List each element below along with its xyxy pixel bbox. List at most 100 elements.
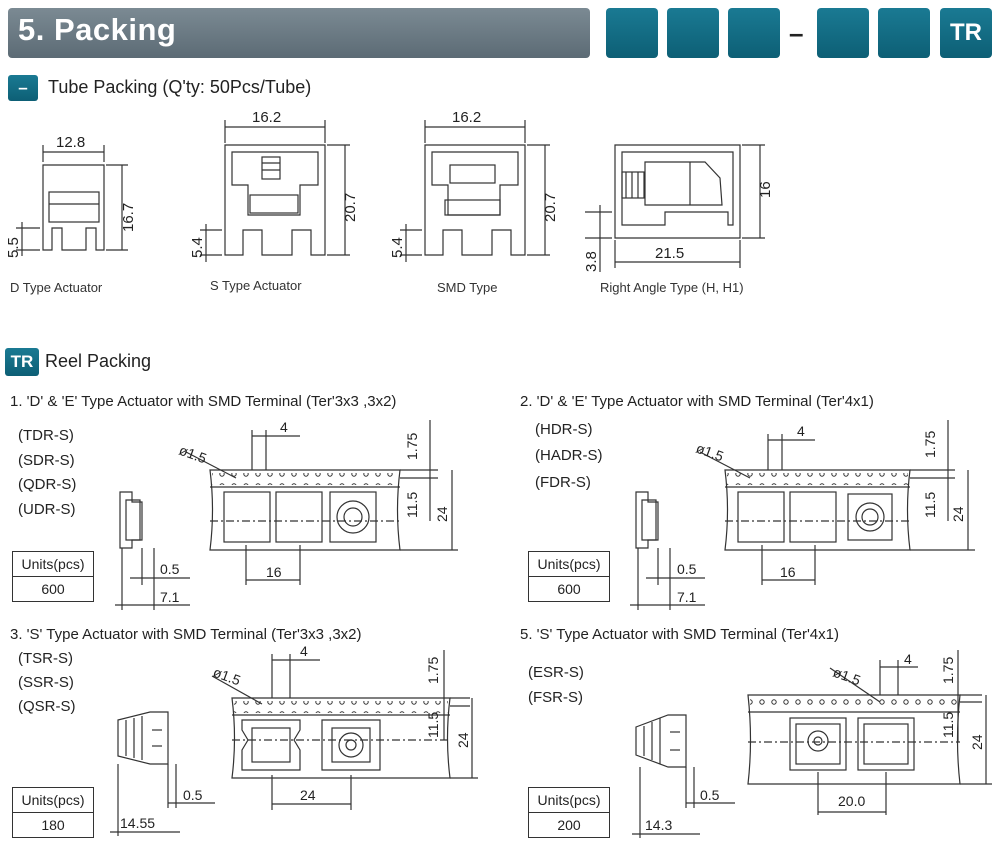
reel-1-pitch-dim: 16 [266, 564, 282, 580]
model-ssr: (SSR-S) [18, 674, 74, 691]
units-value: 180 [41, 817, 65, 833]
d-type-label: D Type Actuator [10, 280, 103, 295]
page-title: 5. Packing [18, 12, 177, 47]
code-box-5 [878, 8, 930, 58]
smd-type-tube-outline [424, 144, 526, 256]
model-tdr: (TDR-S) [18, 427, 74, 444]
reel-1-top-dim: 1.75 [404, 433, 420, 460]
model-udr: (UDR-S) [18, 501, 76, 518]
right-angle-type-label: Right Angle Type (H, H1) [600, 280, 744, 295]
units-table-1: Units(pcs) 600 [12, 551, 94, 602]
d-type-foot-dim: 5.5 [5, 237, 22, 258]
reel-heading-3: 3. 'S' Type Actuator with SMD Terminal (… [10, 626, 362, 643]
units-header: Units(pcs) [529, 552, 609, 577]
smd-type-label: SMD Type [437, 280, 498, 295]
reel-1-b-dim: 7.1 [160, 589, 180, 605]
s-type-actuator-knob [261, 156, 281, 180]
d-type-tube-outline [42, 164, 105, 251]
reel-4-pitch-top-dim: 4 [904, 651, 912, 667]
reel-2-pitch-top-dim: 4 [797, 423, 805, 439]
reel-4-drawing [632, 650, 992, 838]
code-box-1 [606, 8, 658, 58]
units-value: 200 [557, 817, 581, 833]
s-type-label: S Type Actuator [210, 278, 302, 293]
model-qsr: (QSR-S) [18, 698, 76, 715]
reel-section-icon: TR [5, 348, 39, 376]
tube-section-title: Tube Packing (Q'ty: 50Pcs/Tube) [48, 77, 312, 97]
right-angle-height-dim: 16 [757, 181, 774, 198]
model-hdr: (HDR-S) [535, 421, 593, 438]
reel-section-title: Reel Packing [45, 351, 152, 371]
units-value: 600 [41, 581, 65, 597]
right-angle-foot-dim: 3.8 [583, 251, 600, 272]
reel-1-a-dim: 0.5 [160, 561, 180, 577]
reel-4-width-dim: 24 [969, 734, 985, 750]
s-type-width-dim: 16.2 [252, 109, 281, 126]
d-type-width-dim: 12.8 [56, 134, 85, 151]
units-header: Units(pcs) [13, 552, 93, 577]
reel-2-b-dim: 7.1 [677, 589, 697, 605]
smd-foot-dim: 5.4 [389, 237, 406, 258]
model-sdr: (SDR-S) [18, 452, 75, 469]
reel-3-width-dim: 24 [455, 732, 471, 748]
model-fsr: (FSR-S) [528, 689, 583, 706]
code-box-2 [667, 8, 719, 58]
model-hadr: (HADR-S) [535, 447, 603, 464]
tube-section-icon: – [8, 75, 38, 101]
d-type-actuator-body [48, 191, 100, 223]
reel-4-a-dim: 0.5 [700, 787, 720, 803]
code-box-3 [728, 8, 780, 58]
right-angle-knob [621, 171, 645, 199]
smd-height-dim: 20.7 [542, 193, 559, 222]
reel-4-hole-dim: ø1.5 [831, 664, 863, 689]
reel-4-top-dim: 1.75 [940, 657, 956, 684]
s-type-tube-outline [224, 144, 326, 256]
units-value: 600 [557, 581, 581, 597]
units-table-4: Units(pcs) 200 [528, 787, 610, 838]
reel-1-hole-dim: ø1.5 [177, 442, 209, 467]
s-type-height-dim: 20.7 [342, 193, 359, 222]
code-tr-box: TR [940, 8, 992, 58]
reel-1-width-dim: 24 [434, 506, 450, 522]
reel-3-drawing [110, 650, 478, 836]
code-box-4 [817, 8, 869, 58]
reel-3-b-dim: 14.55 [120, 815, 155, 831]
reel-2-hole-dim: ø1.5 [694, 440, 726, 465]
header-bar [8, 8, 590, 58]
reel-3-top-dim: 1.75 [425, 657, 441, 684]
reel-1-pitch-top-dim: 4 [280, 419, 288, 435]
units-table-3: Units(pcs) 180 [12, 787, 94, 838]
reel-2-drawing [630, 420, 975, 610]
units-header: Units(pcs) [13, 788, 93, 813]
reel-3-a-dim: 0.5 [183, 787, 203, 803]
model-tsr: (TSR-S) [18, 650, 73, 667]
model-fdr: (FDR-S) [535, 474, 591, 491]
reel-2-width-dim: 24 [950, 506, 966, 522]
reel-1-mid-dim: 11.5 [404, 492, 420, 518]
smd-width-dim: 16.2 [452, 109, 481, 126]
reel-heading-1: 1. 'D' & 'E' Type Actuator with SMD Term… [10, 393, 397, 410]
model-esr: (ESR-S) [528, 664, 584, 681]
right-angle-tube-outline [614, 144, 741, 239]
code-dash: – [789, 18, 804, 48]
d-type-height-dim: 16.7 [120, 203, 137, 232]
reel-heading-2: 2. 'D' & 'E' Type Actuator with SMD Term… [520, 393, 874, 410]
reel-4-b-dim: 14.3 [645, 817, 672, 833]
reel-3-pitch-top-dim: 4 [300, 643, 308, 659]
reel-2-top-dim: 1.75 [922, 431, 938, 458]
reel-3-mid-dim: 11.5 [425, 712, 441, 738]
model-qdr: (QDR-S) [18, 476, 77, 493]
reel-3-pitch-dim: 24 [300, 787, 316, 803]
reel-4-mid-dim: 11.5 [940, 712, 956, 738]
reel-2-pitch-dim: 16 [780, 564, 796, 580]
units-header: Units(pcs) [529, 788, 609, 813]
reel-2-a-dim: 0.5 [677, 561, 697, 577]
reel-2-mid-dim: 11.5 [922, 492, 938, 518]
smd-body [444, 199, 501, 216]
s-type-foot-dim: 5.4 [189, 237, 206, 258]
reel-1-drawing [115, 420, 458, 610]
right-angle-width-dim: 21.5 [655, 245, 684, 262]
units-table-2: Units(pcs) 600 [528, 551, 610, 602]
